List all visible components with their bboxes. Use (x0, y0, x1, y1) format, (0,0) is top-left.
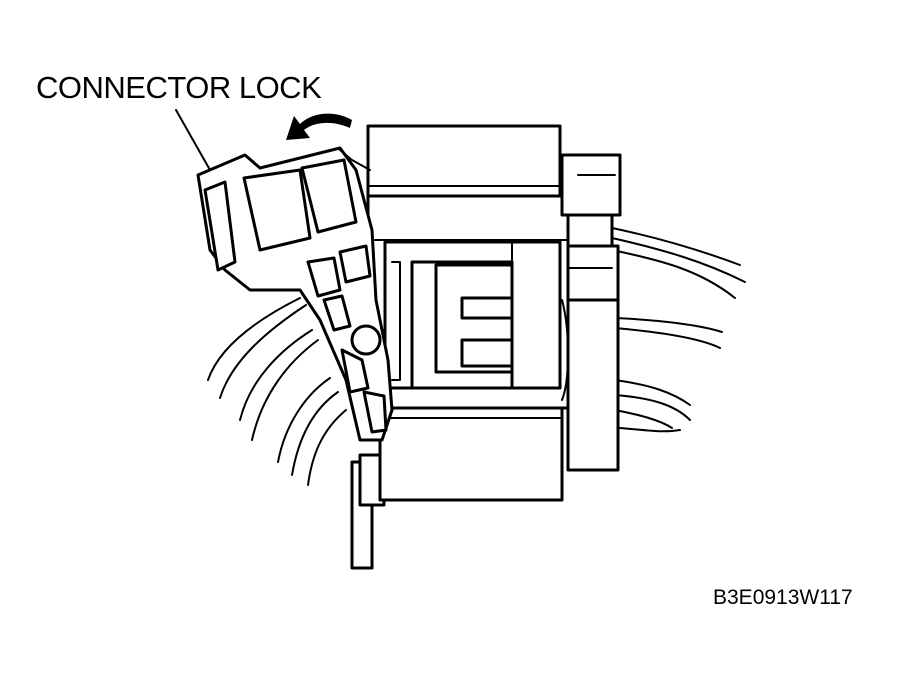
callout-leader-line (175, 109, 211, 171)
mounting-bracket (350, 453, 386, 570)
curved-arrow-icon (286, 113, 352, 140)
connector-lock-label: CONNECTOR LOCK (36, 70, 322, 105)
left-wire-bundle (207, 297, 347, 486)
figure-code: B3E0913W117 (713, 586, 853, 609)
right-wire-bundle (611, 227, 746, 433)
connector-body (366, 124, 622, 502)
connector-lock-lever (196, 146, 394, 442)
